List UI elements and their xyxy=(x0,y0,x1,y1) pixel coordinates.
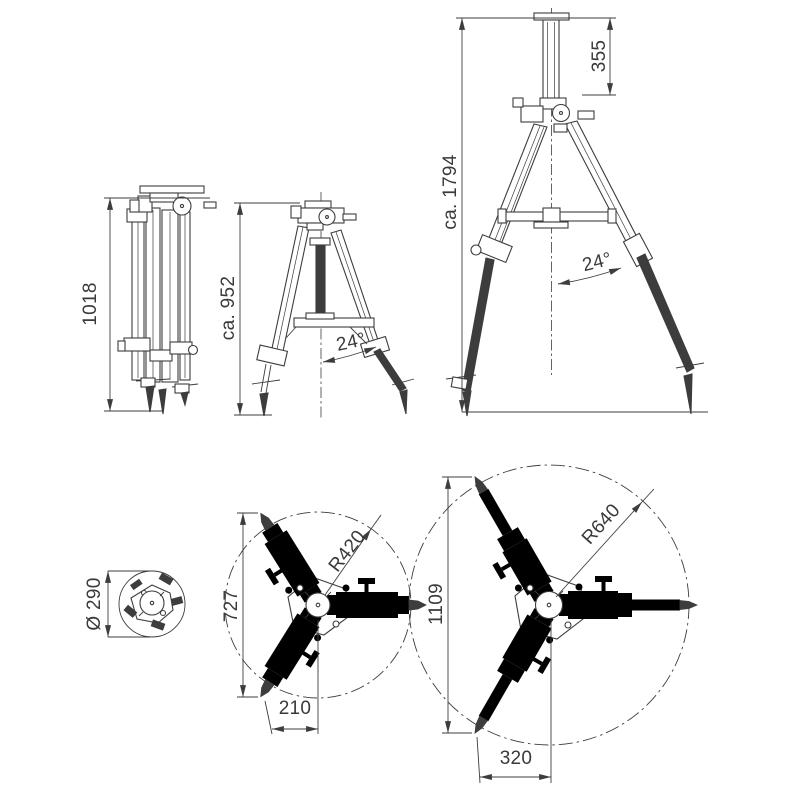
dim-label-full-height: ca. 1794 xyxy=(440,154,461,229)
foot-spike xyxy=(399,389,408,415)
view-side-folded: 1018 xyxy=(80,185,217,415)
half-center-column xyxy=(309,237,331,316)
radius-label-r640: R640 xyxy=(578,500,625,549)
angle-annotation-full: 24° xyxy=(557,249,622,286)
dim-label-half-height: ca. 952 xyxy=(218,276,239,340)
dim-folded-diameter: Ø 290 xyxy=(84,570,150,638)
view-top-retracted: R420 727 210 xyxy=(221,506,427,735)
dim-label-folded-diameter: Ø 290 xyxy=(84,577,105,630)
outline-circle xyxy=(118,570,186,638)
dim-column-extension: 355 xyxy=(582,18,616,96)
dim-label-retracted-width: 727 xyxy=(221,590,242,623)
folded-feet xyxy=(135,377,199,415)
radius-label-r420: R420 xyxy=(325,526,370,576)
foot-spike xyxy=(158,388,167,415)
foot-spike xyxy=(259,392,269,417)
dim-label-column-extension: 355 xyxy=(589,40,610,73)
dim-label-folded-height: 1018 xyxy=(80,282,101,325)
dim-half-height: ca. 952 xyxy=(218,202,300,416)
dim-extended-width: 1109 xyxy=(426,476,472,734)
foot-spike xyxy=(683,373,693,415)
dim-full-height: ca. 1794 xyxy=(440,17,616,412)
full-column xyxy=(533,12,570,103)
leg-extension xyxy=(461,257,495,393)
dim-label-extended-offset: 320 xyxy=(500,748,533,769)
folded-leg-bundle xyxy=(117,207,199,383)
folded-top-body xyxy=(123,572,184,631)
retracted-hub xyxy=(296,584,340,628)
folded-head xyxy=(129,185,217,216)
leg-extension xyxy=(373,348,407,392)
half-head xyxy=(290,200,357,231)
view-side-fully-extended: 24° ca. 1794 355 xyxy=(440,8,708,417)
full-head xyxy=(512,97,595,133)
extended-leg-right xyxy=(558,575,698,620)
view-top-folded: Ø 290 xyxy=(84,570,186,638)
dim-label-retracted-offset: 210 xyxy=(279,698,312,719)
full-right-leg xyxy=(564,120,705,415)
view-top-extended: R640 1109 320 xyxy=(408,464,698,784)
full-spreader xyxy=(497,207,617,229)
extended-hub xyxy=(526,584,572,629)
full-left-legs xyxy=(445,123,548,417)
dim-extended-offset: 320 xyxy=(476,620,552,784)
dim-label-extended-width: 1109 xyxy=(426,583,447,625)
extended-leg-upper-left xyxy=(449,469,557,612)
foot-spike xyxy=(145,385,155,413)
half-left-leg xyxy=(251,225,310,417)
dim-retracted-width: 727 xyxy=(221,512,258,698)
view-side-partially-extended: 24° ca. 952 xyxy=(218,192,415,420)
column-top-plate xyxy=(533,12,570,21)
half-spreader-tray xyxy=(285,312,375,345)
dim-folded-height: 1018 xyxy=(80,197,210,412)
foot-spike xyxy=(180,391,189,408)
dim-retracted-offset: 210 xyxy=(264,620,319,735)
